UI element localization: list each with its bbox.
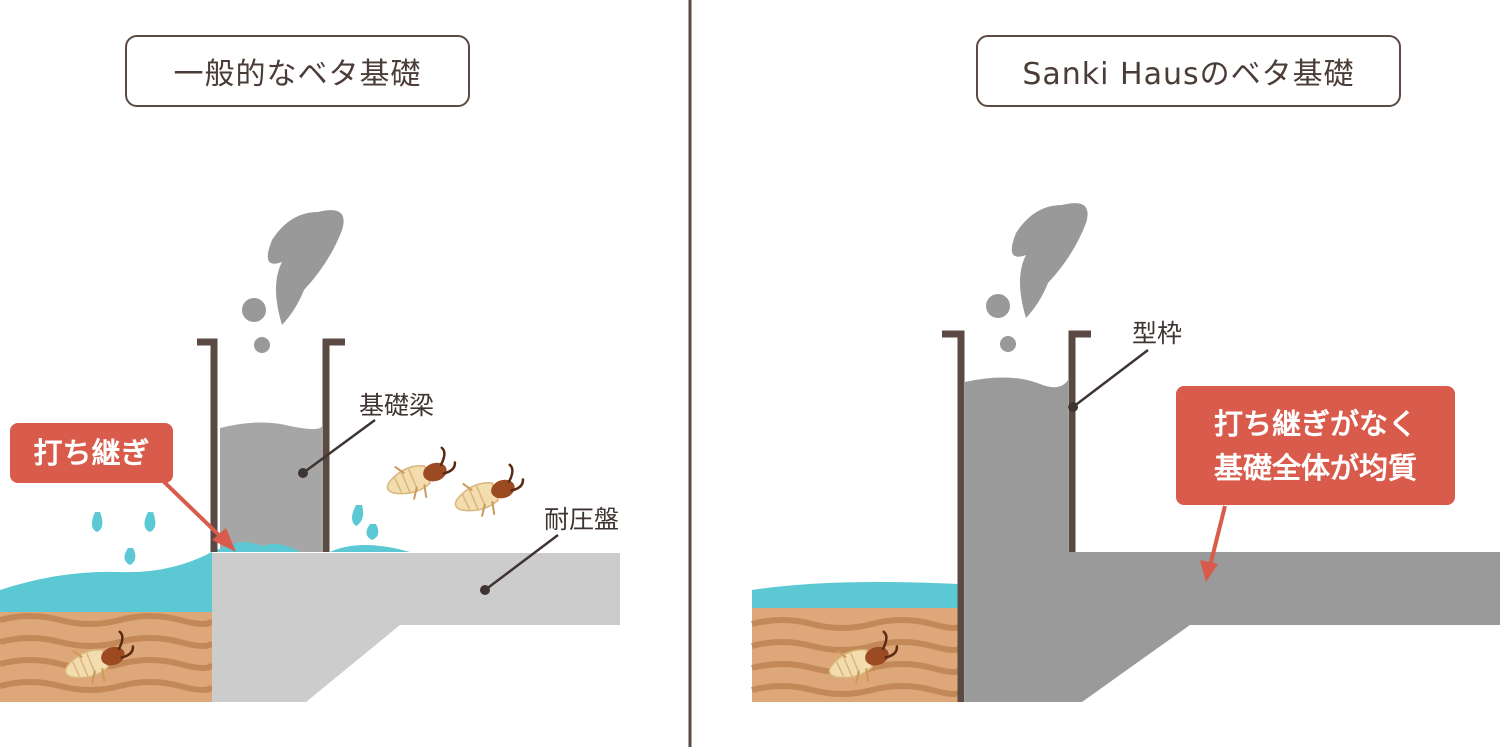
left-panel-illustration xyxy=(0,210,620,702)
smoke-right xyxy=(1011,203,1088,318)
monolithic-concrete-right xyxy=(965,377,1500,702)
right-panel-title: Sanki Hausのベタ基礎 xyxy=(976,35,1401,107)
formwork-right-a xyxy=(942,330,965,702)
right-panel-illustration xyxy=(751,203,1500,702)
callout-line-1: 打ち継ぎがなく xyxy=(1213,406,1417,441)
label-formwork: 型枠 xyxy=(1132,319,1183,348)
formwork-left-b xyxy=(322,338,345,552)
callout-construction-joint: 打ち継ぎ xyxy=(10,423,173,483)
formwork-left-a xyxy=(197,338,218,552)
label-pressure-slab: 耐圧盤 xyxy=(544,505,620,534)
label-foundation-beam: 基礎梁 xyxy=(359,391,435,420)
termite-2 xyxy=(447,461,532,526)
water-left xyxy=(0,552,212,612)
water-right xyxy=(752,582,958,608)
slab-left xyxy=(212,553,620,702)
left-panel-title: 一般的なベタ基礎 xyxy=(125,35,470,107)
formwork-right-b xyxy=(1068,330,1091,552)
smoke-left xyxy=(267,210,344,325)
callout-seamless-foundation: 打ち継ぎがなく 基礎全体が均質 xyxy=(1176,386,1455,505)
beam-left xyxy=(220,422,322,552)
callout-line-2: 基礎全体が均質 xyxy=(1213,450,1417,485)
termite-1 xyxy=(379,444,464,509)
